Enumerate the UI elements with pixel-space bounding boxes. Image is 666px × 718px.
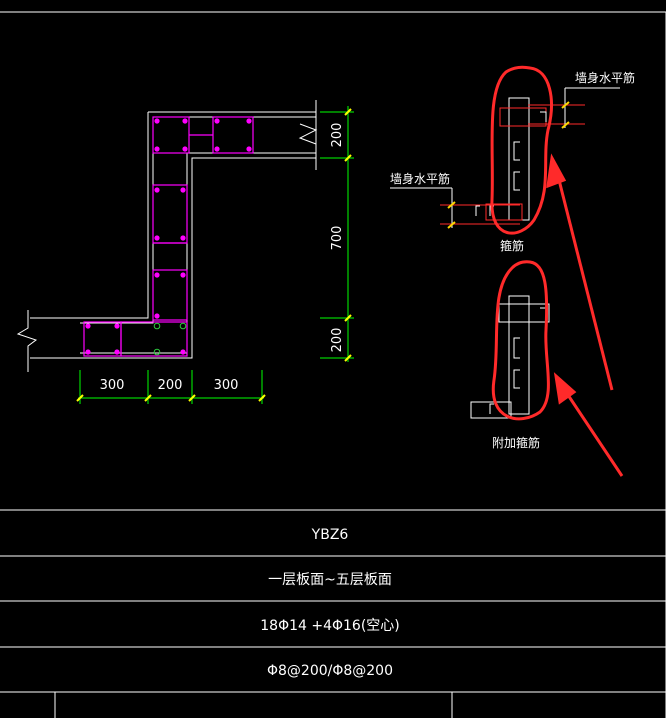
rebar-dot	[182, 146, 188, 152]
stirrup-boxes	[83, 116, 254, 357]
rebar-dot	[180, 349, 186, 355]
column-section	[16, 100, 318, 372]
rebar-dot	[180, 187, 186, 193]
dim-v-1: 200	[330, 123, 345, 148]
rebar-dot	[246, 146, 252, 152]
rebar-dot	[180, 235, 186, 241]
table-row-longitudinal-bars: 18Φ14 +4Φ16(空心)	[260, 618, 400, 634]
rebar-dot	[85, 349, 91, 355]
rebar-dot	[154, 313, 160, 319]
rebar-dot	[182, 118, 188, 124]
spec-table	[0, 509, 666, 718]
dim-h-3: 300	[214, 378, 239, 393]
callout-stirrup: 箍筋	[500, 238, 524, 253]
dim-h-1: 300	[100, 378, 125, 393]
table-row-floor-range: 一层板面~五层板面	[268, 572, 392, 588]
hollow-rebar-dot	[153, 322, 161, 330]
dim-h-2: 200	[158, 378, 183, 393]
dimension-vertical	[320, 106, 354, 362]
rebar-dot	[154, 235, 160, 241]
rebar-dot	[114, 349, 120, 355]
rebar-dot	[154, 146, 160, 152]
rebar-dot	[214, 118, 220, 124]
dim-v-3: 200	[330, 328, 345, 353]
table-row-label: YBZ6	[311, 527, 349, 543]
rebar-dot	[85, 323, 91, 329]
annotation-arrows	[546, 153, 624, 477]
rebar-dot	[114, 323, 120, 329]
rebar-dots	[85, 118, 252, 356]
drawing-frame	[0, 11, 666, 718]
dimension-horizontal	[76, 370, 266, 404]
rebar-dot	[154, 187, 160, 193]
rebar-dot	[180, 272, 186, 278]
callout-additional-stirrup: 附加箍筋	[492, 435, 540, 450]
rebar-dot	[214, 146, 220, 152]
hollow-rebar-dot	[153, 348, 161, 356]
stirrup-detail	[390, 65, 620, 235]
hollow-rebar-dot	[179, 322, 187, 330]
rebar-dot	[154, 272, 160, 278]
callout-wall-bar-top: 墙身水平筋	[575, 70, 635, 85]
callout-wall-bar-left: 墙身水平筋	[390, 171, 450, 186]
rebar-dot	[246, 118, 252, 124]
additional-stirrup-detail	[470, 260, 550, 421]
dim-v-2: 700	[330, 226, 345, 251]
table-row-stirrup-spec: Φ8@200/Φ8@200	[267, 663, 393, 679]
rebar-dot	[154, 118, 160, 124]
